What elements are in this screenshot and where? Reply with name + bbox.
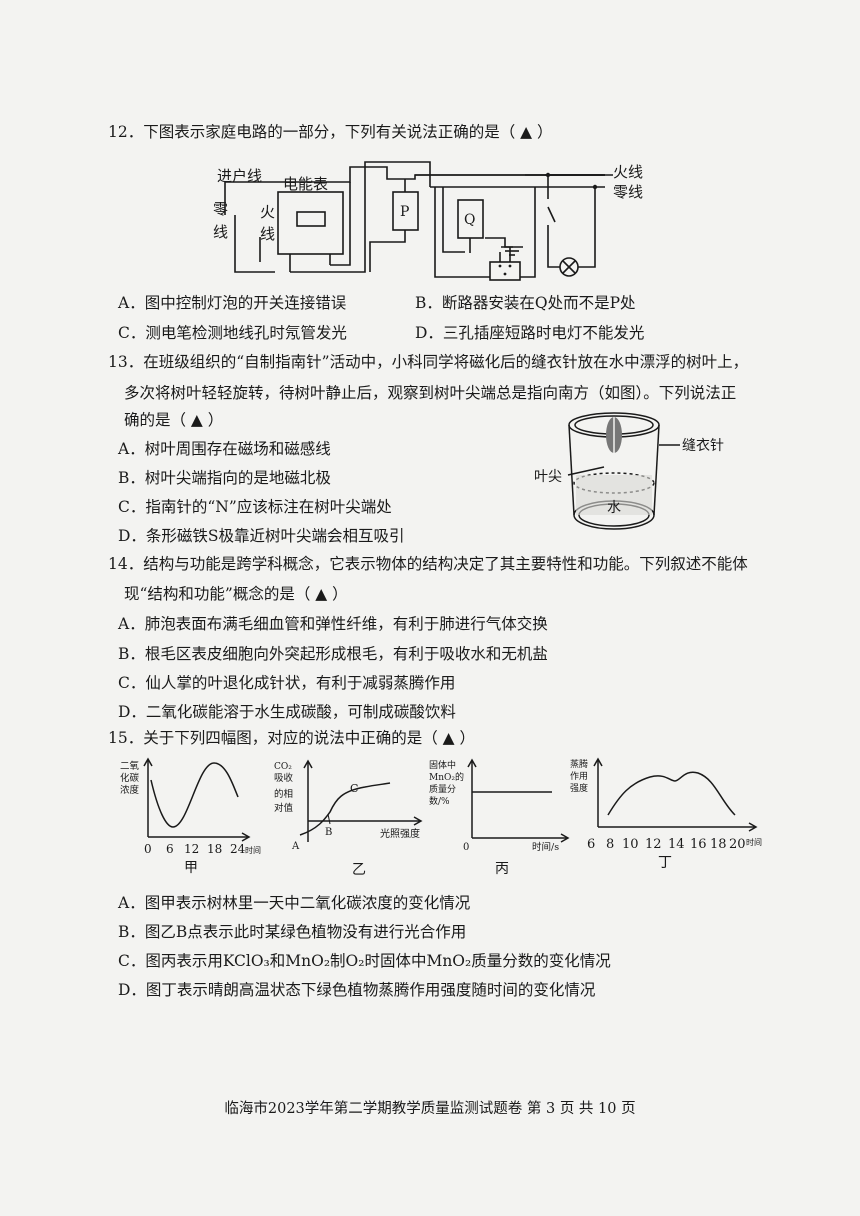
svg-text:12: 12 [184, 842, 199, 856]
svg-text:B: B [325, 827, 332, 838]
page-footer: 临海市2023学年第二学期教学质量监测试题卷 第 3 页 共 10 页 [224, 1101, 636, 1117]
graph-yi-caption: 乙 [352, 862, 366, 878]
q14-option-b: B．根毛区表皮细胞向外突起形成根毛，有利于吸收水和无机盐 [118, 645, 548, 663]
q13-option-b: B．树叶尖端指向的是地磁北极 [118, 469, 331, 487]
label-live-left-2: 线 [260, 225, 275, 243]
q12-circuit-diagram: 进户线 零 线 火 线 电能表 P Q 火线 零线 [213, 161, 643, 281]
svg-text:A: A [291, 841, 300, 852]
q13-option-d: D．条形磁铁S极靠近树叶尖端会相互吸引 [118, 527, 405, 545]
q13-beaker-figure: 缝衣针 叶尖 水 [534, 412, 724, 530]
q14-stem-line2: 现“结构和功能”概念的是（ ▲ ） [124, 585, 348, 603]
graph-ding-caption: 丁 [658, 855, 672, 871]
svg-text:化碳: 化碳 [120, 772, 140, 784]
label-p: P [400, 204, 409, 220]
svg-text:作用: 作用 [570, 770, 588, 782]
label-neutral-left-2: 线 [213, 223, 228, 241]
svg-text:时间: 时间 [245, 845, 261, 855]
svg-text:的相: 的相 [274, 788, 293, 800]
svg-text:时间: 时间 [746, 837, 762, 847]
label-leaf-tip: 叶尖 [534, 469, 562, 485]
svg-text:24: 24 [230, 842, 246, 856]
svg-text:16: 16 [690, 837, 707, 852]
svg-text:6: 6 [587, 837, 595, 852]
svg-text:质量分: 质量分 [429, 783, 456, 795]
svg-text:12: 12 [645, 837, 662, 852]
svg-text:时间/s: 时间/s [532, 841, 559, 853]
svg-text:10: 10 [622, 837, 639, 852]
q12-option-c: C．测电笔检测地线孔时氖管发光 [118, 324, 347, 342]
svg-text:浓度: 浓度 [120, 784, 140, 796]
q13-option-c: C．指南针的“N”应该标注在树叶尖端处 [118, 498, 392, 516]
q13-stem-line2: 多次将树叶轻轻旋转，待树叶静止后，观察到树叶尖端总是指向南方（如图）。下列说法正 [124, 384, 737, 402]
q13-stem-line1: 13．在班级组织的“自制指南针”活动中，小科同学将磁化后的缝衣针放在水中漂浮的树… [108, 353, 749, 371]
svg-text:数/%: 数/% [429, 795, 450, 807]
graph-yi: CO₂ 吸收 的相 对值 C B A 光照强度 乙 [274, 759, 423, 878]
q15-stem: 15．关于下列四幅图，对应的说法中正确的是（ ▲ ） [108, 729, 475, 747]
svg-text:18: 18 [710, 837, 727, 852]
label-live-left-1: 火 [260, 203, 275, 221]
graph-ding: 蒸腾 作用 强度 6 8 10 12 14 16 18 20 时间 丁 [570, 757, 762, 871]
q15-option-d: D．图丁表示晴朗高温状态下绿色植物蒸腾作用强度随时间的变化情况 [118, 981, 596, 999]
graph-bing-caption: 丙 [495, 861, 509, 877]
label-meter: 电能表 [283, 175, 328, 193]
svg-text:蒸腾: 蒸腾 [570, 758, 588, 770]
svg-text:吸收: 吸收 [274, 772, 294, 784]
q12-option-a: A．图中控制灯泡的开关连接错误 [118, 294, 347, 312]
q12-option-b: B．断路器安装在Q处而不是P处 [415, 294, 636, 312]
graph-bing: 固体中 MnO₂的 质量分 数/% 0 时间/s 丙 [429, 758, 570, 877]
svg-text:18: 18 [207, 842, 222, 856]
label-water: 水 [607, 500, 621, 516]
q14-option-a: A．肺泡表面布满毛细血管和弹性纤维，有利于肺进行气体交换 [118, 615, 548, 633]
graph-jia-caption: 甲 [184, 860, 198, 876]
label-neutral-left-1: 零 [213, 200, 228, 218]
label-inlet: 进户线 [217, 167, 262, 185]
label-neutral-right: 零线 [613, 183, 643, 201]
svg-text:对值: 对值 [274, 802, 294, 814]
q13-option-a: A．树叶周围存在磁场和磁感线 [118, 440, 331, 458]
svg-text:二氧: 二氧 [120, 760, 140, 772]
svg-text:0: 0 [144, 842, 152, 856]
q14-option-c: C．仙人掌的叶退化成针状，有利于减弱蒸腾作用 [118, 674, 456, 692]
q15-option-b: B．图乙B点表示此时某绿色植物没有进行光合作用 [118, 923, 467, 941]
svg-text:CO₂: CO₂ [274, 762, 292, 772]
svg-text:C: C [350, 782, 358, 795]
svg-text:光照强度: 光照强度 [380, 827, 420, 840]
svg-text:8: 8 [606, 837, 614, 852]
q15-option-a: A．图甲表示树林里一天中二氧化碳浓度的变化情况 [118, 894, 471, 912]
q14-stem-line1: 14．结构与功能是跨学科概念，它表示物体的结构决定了其主要特性和功能。下列叙述不… [108, 555, 748, 573]
q13-stem-line3: 确的是（ ▲ ） [124, 411, 224, 429]
label-q: Q [464, 212, 475, 228]
svg-text:14: 14 [668, 837, 685, 852]
svg-text:6: 6 [166, 842, 174, 856]
label-live-right: 火线 [613, 163, 643, 181]
graph-jia: 二氧 化碳 浓度 0 6 12 18 24 时间 甲 [120, 757, 261, 876]
svg-text:20: 20 [729, 837, 746, 852]
svg-text:固体中: 固体中 [429, 759, 456, 771]
q12-stem: 12．下图表示家庭电路的一部分，下列有关说法正确的是（ ▲ ） [108, 123, 553, 141]
q12-option-d: D．三孔插座短路时电灯不能发光 [415, 324, 645, 342]
q14-option-d: D．二氧化碳能溶于水生成碳酸，可制成碳酸饮料 [118, 703, 456, 721]
label-needle: 缝衣针 [682, 438, 724, 454]
svg-text:0: 0 [463, 842, 469, 853]
svg-text:强度: 强度 [570, 782, 588, 794]
q15-option-c: C．图丙表示用KClO₃和MnO₂制O₂时固体中MnO₂质量分数的变化情况 [118, 952, 611, 970]
svg-text:MnO₂的: MnO₂的 [429, 771, 464, 783]
